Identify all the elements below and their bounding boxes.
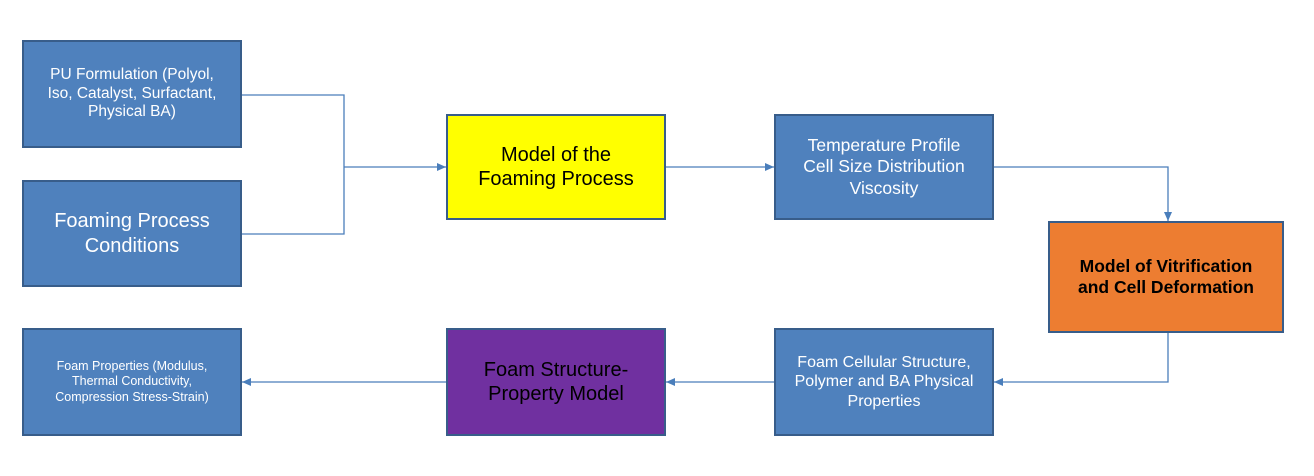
node-label: Foaming Process Conditions bbox=[54, 210, 210, 257]
node-model-of-vitrification: Model of Vitrification and Cell Deformat… bbox=[1048, 221, 1284, 333]
node-label: Foam Structure- Property Model bbox=[483, 358, 629, 405]
edge-vitrification-to-cellular-structure bbox=[994, 333, 1169, 386]
node-label: Temperature Profile Cell Size Distributi… bbox=[803, 134, 965, 198]
node-foam-cellular-structure: Foam Cellular Structure, Polymer and BA … bbox=[774, 328, 994, 436]
node-label: Model of Vitrification and Cell Deformat… bbox=[1078, 255, 1254, 297]
node-label: PU Formulation (Polyol, Iso, Catalyst, S… bbox=[47, 65, 217, 121]
edge-process-conditions-to-model bbox=[242, 167, 345, 235]
node-foam-properties: Foam Properties (Modulus, Thermal Conduc… bbox=[22, 328, 242, 436]
node-model-of-foaming-process: Model of the Foaming Process bbox=[446, 114, 666, 220]
node-pu-formulation: PU Formulation (Polyol, Iso, Catalyst, S… bbox=[22, 40, 242, 148]
node-temperature-profile: Temperature Profile Cell Size Distributi… bbox=[774, 114, 994, 220]
node-foaming-process-conditions: Foaming Process Conditions bbox=[22, 180, 242, 287]
node-label: Model of the Foaming Process bbox=[478, 143, 634, 190]
edge-pu-formulation-to-model bbox=[242, 94, 345, 167]
node-foam-structure-property-model: Foam Structure- Property Model bbox=[446, 328, 666, 436]
edge-temperature-to-vitrification bbox=[994, 166, 1172, 221]
node-label: Foam Properties (Modulus, Thermal Conduc… bbox=[55, 359, 209, 404]
node-label: Foam Cellular Structure, Polymer and BA … bbox=[794, 353, 974, 410]
